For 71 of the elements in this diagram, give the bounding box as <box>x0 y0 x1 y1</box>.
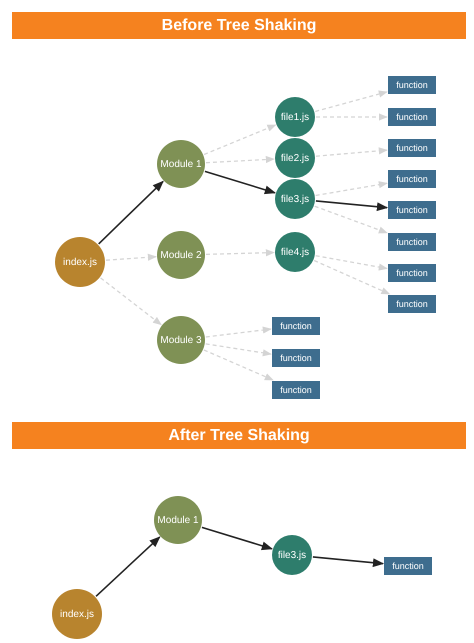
function-box <box>388 201 436 219</box>
node-label: index.js <box>60 608 94 620</box>
circle-node <box>157 316 205 364</box>
arrow <box>202 526 273 550</box>
function-box <box>272 317 320 335</box>
node-label: function <box>392 561 424 571</box>
function-box <box>272 381 320 399</box>
function-box <box>388 264 436 282</box>
arrow <box>206 249 275 256</box>
node-label: function <box>396 143 428 153</box>
arrow <box>316 200 388 212</box>
node-label: file1.js <box>280 112 310 122</box>
function-box <box>272 349 320 367</box>
circle-node <box>154 496 202 544</box>
arrow <box>206 343 272 356</box>
arrow <box>206 326 272 338</box>
node-label: file3.js <box>278 550 306 560</box>
arrow <box>204 349 274 381</box>
circle-node <box>272 535 312 575</box>
node-label: function <box>280 321 312 331</box>
arrow <box>314 206 388 234</box>
node-label: function <box>396 299 428 309</box>
node-label: function <box>396 80 428 90</box>
node-label: file2.js <box>280 152 310 164</box>
circle-node <box>275 97 315 137</box>
circle-node <box>52 589 102 639</box>
node-label: function <box>396 112 428 122</box>
banner-title: Before Tree Shaking <box>162 16 316 34</box>
arrow <box>312 556 384 568</box>
circle-node <box>157 140 205 188</box>
arrow <box>316 255 388 271</box>
banner-title: After Tree Shaking <box>168 426 310 444</box>
circle-node <box>275 179 315 219</box>
node-label: function <box>280 385 312 395</box>
node-label: file3.js <box>280 194 310 204</box>
function-box <box>388 108 436 126</box>
arrow <box>95 536 161 597</box>
function-box <box>388 170 436 188</box>
section-banner <box>12 12 466 39</box>
function-box <box>388 295 436 313</box>
node-label: index.js <box>63 256 97 268</box>
arrow <box>106 254 157 261</box>
node-label: function <box>396 174 428 184</box>
arrow <box>204 124 276 156</box>
arrow <box>204 170 276 194</box>
node-label: function <box>396 237 428 247</box>
arrow <box>314 260 390 295</box>
arrow <box>206 156 275 164</box>
arrow <box>316 147 388 157</box>
node-label: file4.js <box>280 246 310 258</box>
node-label: Module 3 <box>160 334 202 346</box>
node-label: function <box>396 268 428 278</box>
function-box <box>388 76 436 94</box>
function-box <box>388 233 436 251</box>
circle-node <box>55 237 105 287</box>
arrow <box>98 180 164 244</box>
function-box <box>384 557 432 575</box>
circle-node <box>275 232 315 272</box>
circle-node <box>275 138 315 178</box>
circle-node <box>157 231 205 279</box>
arrow <box>316 113 388 121</box>
node-label: Module 1 <box>157 514 199 526</box>
node-label: Module 2 <box>160 250 202 260</box>
arrow <box>100 277 162 326</box>
arrow <box>316 181 388 196</box>
node-label: function <box>396 205 428 215</box>
function-box <box>388 139 436 157</box>
node-label: Module 1 <box>160 158 202 170</box>
section-banner <box>12 422 466 449</box>
node-label: function <box>280 353 312 363</box>
arrow <box>315 90 388 112</box>
